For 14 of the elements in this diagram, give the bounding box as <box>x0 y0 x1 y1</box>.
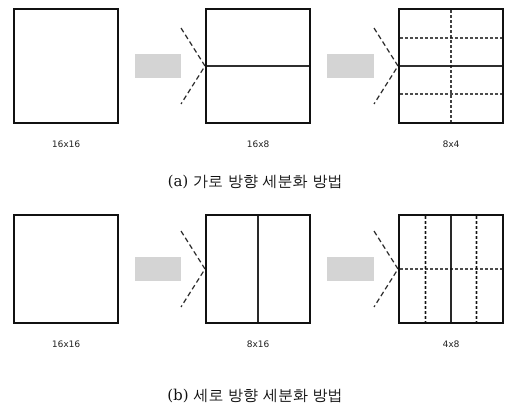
size-label: 16x16 <box>52 340 80 350</box>
block-square <box>13 214 119 324</box>
block-square <box>205 8 311 124</box>
size-label: 16x16 <box>52 140 80 150</box>
block-square <box>398 8 504 124</box>
block-square <box>398 214 504 324</box>
size-label: 8x16 <box>246 340 270 350</box>
size-label: 8x4 <box>442 140 460 150</box>
size-label: 4x8 <box>442 340 460 350</box>
block-square <box>205 214 311 324</box>
size-label: 16x8 <box>246 140 270 150</box>
block-square <box>13 8 119 124</box>
caption: (b) 세로 방향 세분화 방법 <box>167 386 343 405</box>
caption: (a) 가로 방향 세분화 방법 <box>168 172 342 191</box>
